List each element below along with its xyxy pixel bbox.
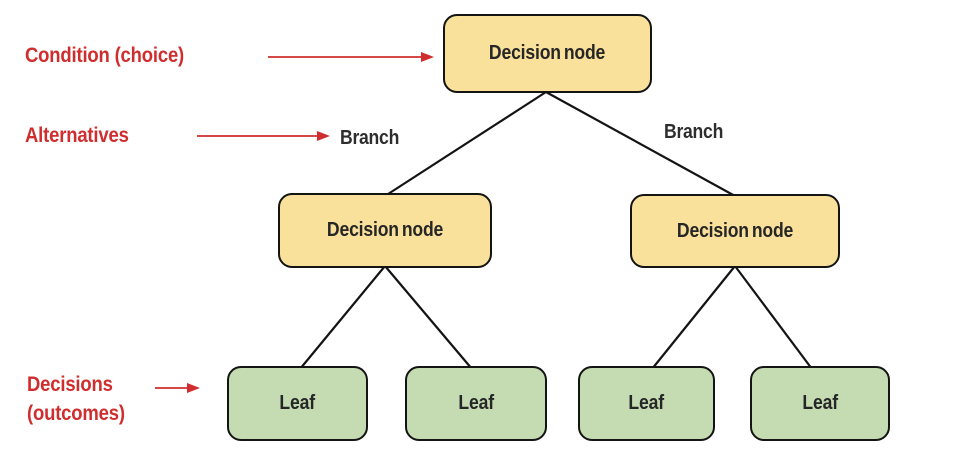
decision-node-left-label: Decision node [326,219,444,241]
edge-mid-left-to-leaf-1 [298,264,387,371]
alternatives-arrow [197,131,330,141]
condition-arrow [268,52,434,62]
edge-root-to-mid-right [544,90,737,198]
branch-label-right: Branch [664,121,724,143]
decision-node-left: Decision node [278,193,492,268]
annotation-alternatives: Alternatives [25,124,129,147]
decision-node-right-label: Decision node [676,219,794,242]
decision-node-right: Decision node [630,194,840,268]
decision-node-root: Decision node [443,14,652,93]
edge-mid-right-to-leaf-4 [733,264,814,371]
annotation-condition: Condition (choice) [25,44,185,67]
leaf-node-3: Leaf [578,366,715,441]
leaf-node-4-label: Leaf [802,392,838,414]
leaf-node-4: Leaf [750,366,890,441]
leaf-node-3-label: Leaf [628,392,665,414]
edge-mid-right-to-leaf-3 [650,264,737,371]
decisions-arrow [155,383,200,393]
edge-mid-left-to-leaf-2 [383,264,474,371]
leaf-node-2: Leaf [405,366,547,441]
annotation-decisions-line2: (outcomes) [27,402,125,425]
leaf-node-1: Leaf [227,366,368,441]
leaf-node-1-label: Leaf [279,392,316,414]
decision-node-root-label: Decision node [489,42,606,64]
annotation-decisions: Decisions (outcomes) [27,370,138,428]
branch-label-left: Branch [340,127,400,149]
leaf-node-2-label: Leaf [458,392,494,414]
annotation-decisions-line1: Decisions [27,373,113,396]
edge-root-to-mid-left [383,90,548,198]
